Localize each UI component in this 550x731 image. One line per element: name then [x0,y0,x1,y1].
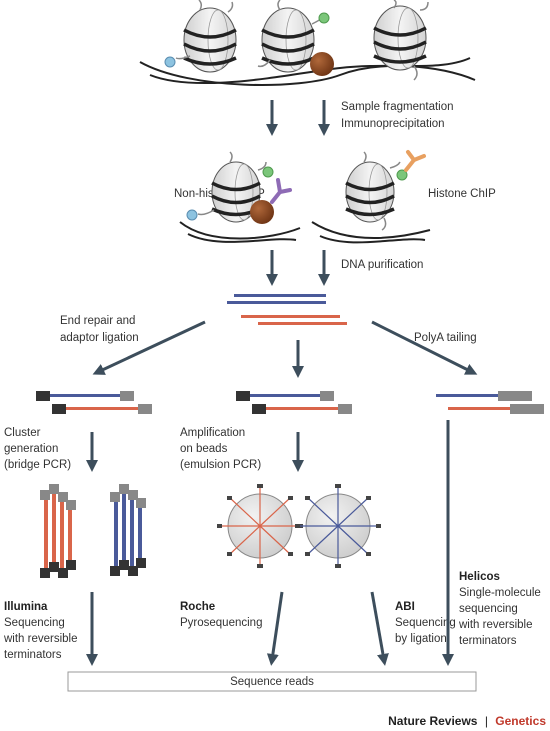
nucleosome [257,0,323,73]
fragmentation-label: Sample fragmentation Immunoprecipitation [341,101,457,130]
dna-strand [311,221,431,239]
roche-label: Roche Pyrosequencing [180,601,262,629]
dna-strand [149,57,471,85]
arrow [266,591,284,666]
non-histone-fragment [179,151,301,243]
emulsion-bead-red [217,484,303,568]
journal-name: Nature Reviews [388,714,478,728]
abi-label: ABI Sequencing by ligation [395,601,459,645]
sequence-reads-box [67,671,477,692]
arrow [370,591,389,666]
green-modification [318,12,330,24]
nucleosome [175,0,237,73]
purified-fragments [227,294,347,325]
blue-modification [164,56,176,68]
illumina-cluster-red [40,484,76,578]
journal-credit: Nature Reviews | Genetics [388,714,546,728]
dna-strand [179,221,301,240]
arrow [92,320,206,375]
adaptor-fragments-middle [236,391,352,414]
antibody [404,150,426,172]
dna-binding-protein [310,52,334,76]
dna-strand [187,233,297,243]
green-modification [396,169,408,181]
nucleosome [373,0,429,81]
blue-modification [186,209,198,221]
dna-binding-protein [250,200,274,224]
antibody [270,178,292,204]
histone-chip-label: Histone ChIP [428,188,496,200]
journal-section: Genetics [495,714,546,728]
emulsion-bead-blue [295,484,381,568]
green-modification [262,166,274,178]
dna-strand [319,235,426,244]
dna-strand [139,61,476,86]
dna-purification-label: DNA purification [341,259,423,271]
sequence-reads-label: Sequence reads [230,676,314,688]
illumina-cluster-blue [110,484,146,576]
credit-separator: | [485,714,488,728]
helicos-label: Helicos Single-molecule sequencing with … [458,571,544,647]
adaptor-fragments-left [36,391,152,414]
end-repair-label: End repair and adaptor ligation [60,315,139,344]
arrow [371,320,478,375]
top-chromatin [139,0,476,86]
amplification-label: Amplification on beads (emulsion PCR) [180,427,261,471]
cluster-label: Cluster generation (bridge PCR) [4,427,71,471]
illumina-label: Illumina Sequencing with reversible term… [3,601,81,661]
histone-fragment [311,150,431,244]
polya-label: PolyA tailing [414,332,477,344]
polya-fragments [436,391,544,414]
